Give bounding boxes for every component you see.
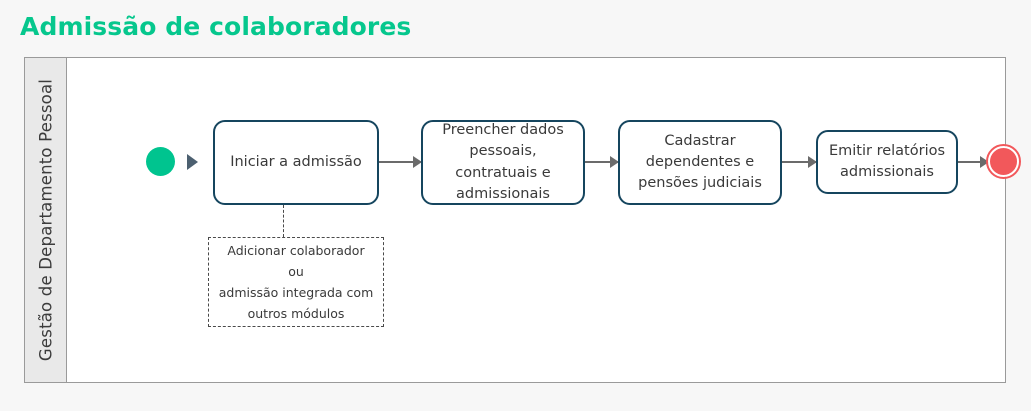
task-cadastrar-dependentes[interactable]: Cadastrar dependentes e pensões judiciai… <box>618 120 782 205</box>
arrow-head-icon <box>808 156 817 168</box>
task-preencher-dados[interactable]: Preencher dados pessoais, contratuais e … <box>421 120 585 205</box>
task-label: Emitir relatórios admissionais <box>828 142 946 180</box>
task-emitir-relatorios[interactable]: Emitir relatórios admissionais <box>816 130 958 194</box>
lane-body: Iniciar a admissão Preencher dados pesso… <box>67 58 1021 382</box>
annotation-line: outros módulos <box>247 306 345 321</box>
sequence-flow-2 <box>585 156 619 168</box>
annotation-connector <box>283 205 284 237</box>
lane-label: Gestão de Departamento Pessoal <box>36 78 55 362</box>
start-arrow-icon <box>187 154 198 170</box>
page-title: Admissão de colaboradores <box>20 12 412 41</box>
annotation-line: admissão integrada com <box>218 285 374 300</box>
start-event-icon[interactable] <box>146 147 175 176</box>
sequence-flow-3 <box>782 156 817 168</box>
arrow-head-icon <box>610 156 619 168</box>
sequence-flow-4 <box>958 156 989 168</box>
task-label: Iniciar a admissão <box>230 153 362 170</box>
lane-header: Gestão de Departamento Pessoal <box>25 58 67 382</box>
end-event-icon[interactable] <box>986 144 1021 179</box>
arrow-head-icon <box>980 156 989 168</box>
task-label: Cadastrar dependentes e pensões judiciai… <box>638 132 762 191</box>
task-iniciar-a-admissao[interactable]: Iniciar a admissão <box>213 120 379 205</box>
sequence-flow-1 <box>379 156 422 168</box>
task-label: Preencher dados pessoais, contratuais e … <box>442 122 564 202</box>
bpmn-pool: Gestão de Departamento Pessoal Iniciar a… <box>24 57 1021 383</box>
annotation-line: ou <box>288 264 304 279</box>
arrow-head-icon <box>413 156 422 168</box>
annotation-line: Adicionar colaborador <box>227 243 365 258</box>
annotation-box: Adicionar colaborador ou admissão integr… <box>208 237 384 327</box>
